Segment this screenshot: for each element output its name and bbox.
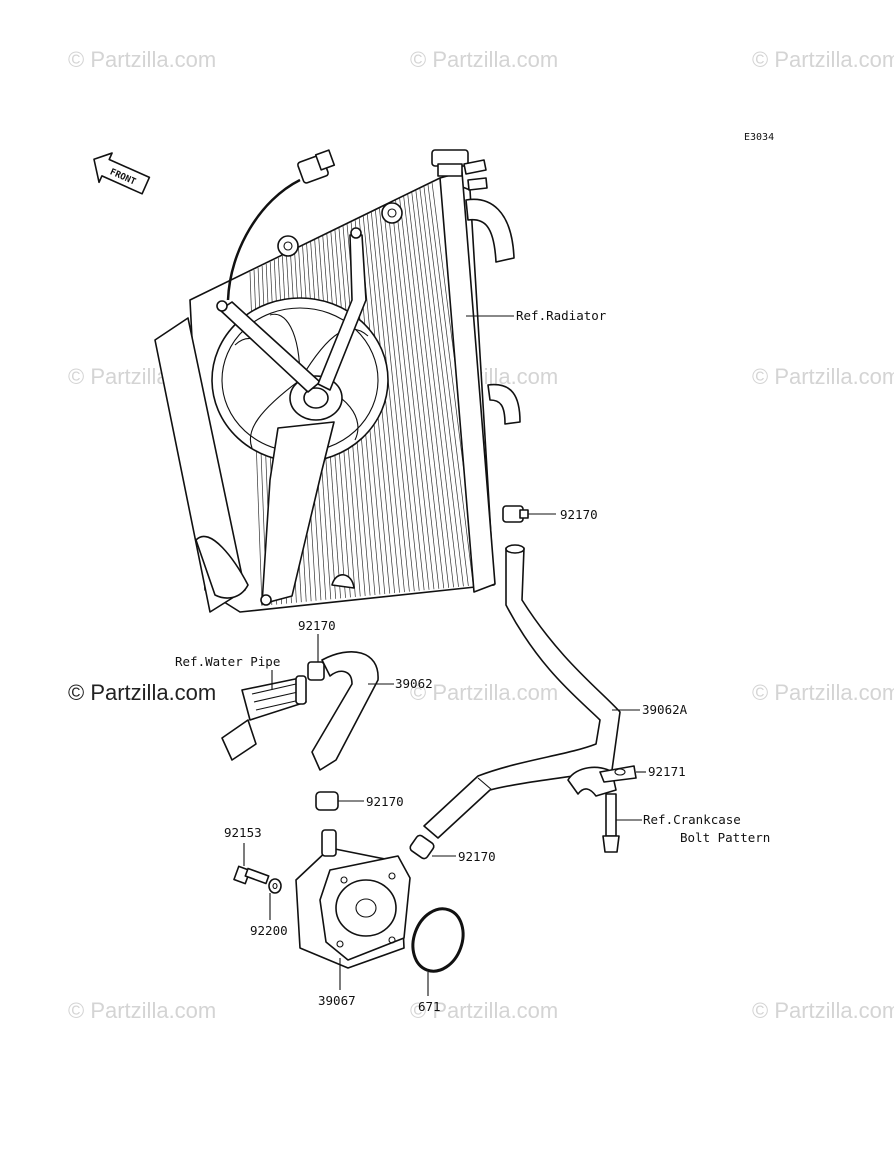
- diagram-code: E3034: [744, 132, 774, 143]
- water-pipe: Ref.Water Pipe: [175, 654, 307, 761]
- watermark: © Partzilla.com: [752, 680, 894, 705]
- radiator-fin-line: [370, 211, 410, 592]
- radiator-fin-line: [411, 191, 459, 587]
- radiator-fin-line: [387, 203, 430, 590]
- watermark: © Partzilla.com: [68, 47, 217, 72]
- watermark: © Partzilla.com: [752, 364, 894, 389]
- radiator-fin-line: [407, 193, 454, 588]
- radiator-fin-line: [423, 185, 474, 586]
- ref-crankcase-bolt-pattern-label: Bolt Pattern: [680, 830, 770, 845]
- part-number-671: 671: [418, 999, 441, 1014]
- hose-39062: 39062: [311, 651, 433, 771]
- radiator-fin-line: [415, 189, 464, 587]
- part-number-39062a: 39062A: [642, 702, 688, 717]
- ref-crankcase-label: Ref.Crankcase: [643, 812, 741, 827]
- watermark: © Partzilla.com: [752, 998, 894, 1023]
- part-number-92200: 92200: [250, 923, 288, 938]
- radiator-fin-line: [399, 197, 445, 589]
- part-number-92170-water-pipe: 92170: [298, 618, 336, 633]
- part-number-92170-cooler-outlet: 92170: [458, 849, 496, 864]
- part-number-92171: 92171: [648, 764, 686, 779]
- ref-water-pipe-label: Ref.Water Pipe: [175, 654, 280, 669]
- part-number-92153: 92153: [224, 825, 262, 840]
- radiator-fin-line: [395, 199, 440, 589]
- radiator-fin-line: [419, 187, 469, 586]
- part-number-39062: 39062: [395, 676, 433, 691]
- watermark: © Partzilla.com: [68, 998, 217, 1023]
- radiator-fin-line: [374, 209, 415, 592]
- ref-radiator-label: Ref.Radiator: [516, 308, 607, 323]
- clamp-bracket-92171: 92171: [567, 764, 686, 797]
- clamp-92170-water-pipe: 92170: [298, 618, 336, 681]
- crankcase-bolt: Ref.Crankcase Bolt Pattern: [602, 793, 770, 853]
- radiator-assembly: [154, 149, 521, 613]
- watermark: © Partzilla.com: [410, 47, 559, 72]
- clamp-92170-cooler-top: 92170: [315, 791, 404, 811]
- radiator-fin-line: [379, 207, 420, 591]
- radiator-fin-line: [391, 201, 435, 590]
- watermark-prominent: © Partzilla.com: [68, 680, 217, 705]
- radiator-fin-line: [403, 195, 450, 588]
- radiator-fin-line: [383, 205, 425, 591]
- front-arrow-icon: FRONT: [93, 152, 151, 195]
- watermark: © Partzilla.com: [410, 680, 559, 705]
- part-number-39067: 39067: [318, 993, 356, 1008]
- o-ring-671: 671: [411, 907, 465, 1014]
- washer-92200: 92200: [250, 878, 288, 938]
- oil-cooler-39067: 39067: [295, 829, 411, 1008]
- clamp-92170-radiator-outlet: 92170: [502, 505, 598, 523]
- part-number-92170: 92170: [560, 507, 598, 522]
- watermark: © Partzilla.com: [752, 47, 894, 72]
- bolt-92153: 92153: [224, 825, 270, 885]
- hose-39062a: 39062A: [423, 544, 688, 839]
- watermark: © Partzilla.com: [410, 998, 559, 1023]
- radiator-fin-line: [366, 213, 405, 593]
- part-number-92170-cooler-top: 92170: [366, 794, 404, 809]
- clamp-92170-cooler-outlet: 92170: [409, 834, 496, 864]
